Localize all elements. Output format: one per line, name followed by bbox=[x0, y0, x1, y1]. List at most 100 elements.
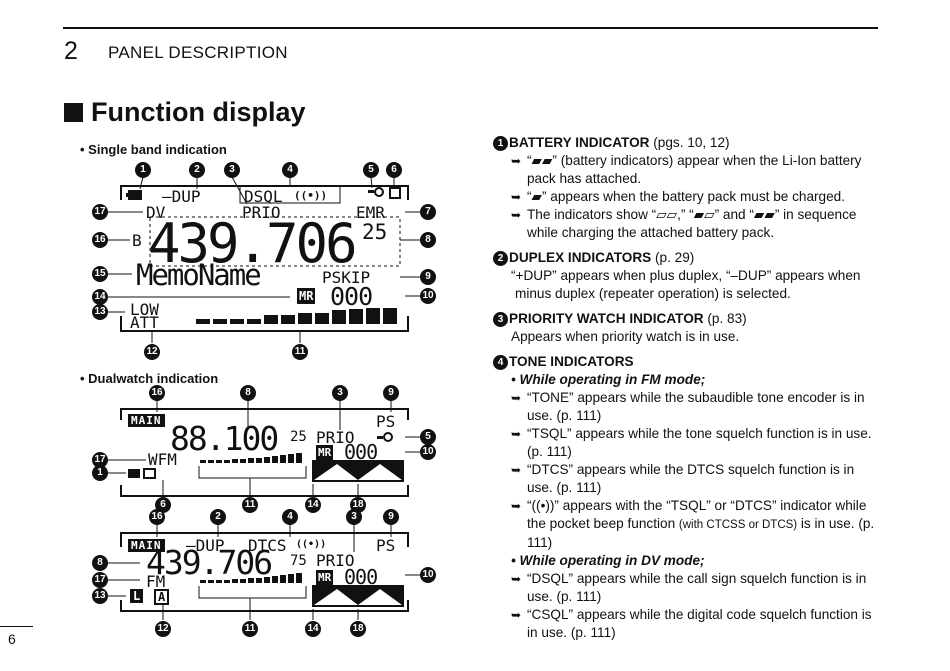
callout-11: 11 bbox=[292, 344, 308, 360]
battery-item-2: “▰” appears when the battery pack must b… bbox=[493, 188, 883, 206]
tone-item-3: “DTCS” appears while the DTCS squelch fu… bbox=[493, 461, 883, 497]
duplex-text-2: minus duplex (repeater operation) is sel… bbox=[515, 286, 791, 301]
callout-2: 2 bbox=[189, 162, 205, 178]
lcd1-att: ATT bbox=[130, 313, 159, 332]
callout-8b: 8 bbox=[240, 385, 256, 401]
lcd3-prio: PRIO bbox=[316, 551, 355, 570]
callout-9b: 9 bbox=[383, 385, 399, 401]
callout-10: 10 bbox=[420, 288, 436, 304]
lcd1-dsql: DSQL bbox=[244, 187, 283, 206]
callout-3b: 3 bbox=[332, 385, 348, 401]
callout-3: 3 bbox=[224, 162, 240, 178]
callout-13c: 13 bbox=[92, 588, 108, 604]
square-bullet-icon bbox=[64, 103, 83, 122]
tone-item-2: “TSQL” appears while the tone squelch fu… bbox=[493, 425, 883, 461]
tone-item-4-text: “((•))” appears with the “TSQL” or “DTCS… bbox=[527, 498, 867, 531]
page-number: 6 bbox=[8, 631, 16, 647]
callout-11c: 11 bbox=[242, 621, 258, 637]
lcd3-a: A bbox=[154, 589, 170, 605]
tone-item-1: “TONE” appears while the subaudible tone… bbox=[493, 389, 883, 425]
callout-16: 16 bbox=[92, 232, 108, 248]
lcd1-prio: PRIO bbox=[242, 203, 281, 222]
callout-1: 1 bbox=[135, 162, 151, 178]
callout-9c: 9 bbox=[383, 509, 399, 525]
dualwatch-label: • Dualwatch indication bbox=[80, 371, 219, 386]
lcd2-frequency-small: 25 bbox=[290, 429, 307, 445]
callout-15: 15 bbox=[92, 266, 108, 282]
callout-12c: 12 bbox=[155, 621, 171, 637]
callout-3c: 3 bbox=[346, 509, 362, 525]
callout-5b: 5 bbox=[420, 429, 436, 445]
callout-11b: 11 bbox=[242, 497, 258, 513]
callout-14c: 14 bbox=[305, 621, 321, 637]
callout-17: 17 bbox=[92, 204, 108, 220]
single-band-label: • Single band indication bbox=[80, 142, 227, 157]
heading-text: BATTERY INDICATOR bbox=[509, 135, 650, 150]
section-title-text: Function display bbox=[91, 97, 306, 127]
lcd1-low: LOW bbox=[130, 300, 159, 319]
page-ref: (p. 29) bbox=[655, 250, 695, 265]
lcd3-frequency-small: 75 bbox=[290, 553, 307, 569]
callout-5: 5 bbox=[363, 162, 379, 178]
callout-17b: 17 bbox=[92, 452, 108, 468]
lcd1-emr: EMR bbox=[356, 203, 385, 222]
callout-17c: 17 bbox=[92, 572, 108, 588]
callout-4: 4 bbox=[282, 162, 298, 178]
number-badge: 1 bbox=[493, 136, 508, 151]
callout-6: 6 bbox=[386, 162, 402, 178]
duplex-text-1: “+DUP” appears when plus duplex, “–DUP” … bbox=[511, 268, 861, 283]
callout-4c: 4 bbox=[282, 509, 298, 525]
heading-text: PRIORITY WATCH INDICATOR bbox=[509, 311, 704, 326]
callout-2c: 2 bbox=[210, 509, 226, 525]
callout-18c: 18 bbox=[350, 621, 366, 637]
lcd3-l: L bbox=[130, 589, 144, 603]
number-badge: 4 bbox=[493, 355, 508, 370]
heading-text: DUPLEX INDICATORS bbox=[509, 250, 652, 265]
heading-text: TONE INDICATORS bbox=[509, 354, 634, 369]
callout-14b: 14 bbox=[305, 497, 321, 513]
lcd2-mode: WFM bbox=[148, 450, 177, 469]
lcd1-frequency: 439.706 bbox=[148, 212, 358, 275]
callout-10b: 10 bbox=[420, 444, 436, 460]
fm-mode-label: • While operating in FM mode; bbox=[511, 372, 706, 387]
battery-item-3: The indicators show “▱▱,” “▰▱” and “▰▰” … bbox=[493, 206, 883, 242]
lcd3-ps: PS bbox=[376, 536, 396, 555]
tone-item-4: “((•))” appears with the “TSQL” or “DTCS… bbox=[493, 497, 883, 552]
lcd1-frequency-small: 25 bbox=[362, 220, 388, 244]
callout-16b: 16 bbox=[149, 385, 165, 401]
dv-mode-label: • While operating in DV mode; bbox=[511, 553, 705, 568]
lcd2-prio: PRIO bbox=[316, 428, 355, 447]
page-ref: (pgs. 10, 12) bbox=[653, 135, 730, 150]
page-ref: (p. 83) bbox=[707, 311, 747, 326]
number-badge: 2 bbox=[493, 251, 508, 266]
callout-12: 12 bbox=[144, 344, 160, 360]
lcd2-frequency: 88.100 bbox=[170, 419, 279, 458]
lcd3-main: MAIN bbox=[128, 539, 165, 552]
callout-7: 7 bbox=[420, 204, 436, 220]
tone-item-4-note: (with CTCSS or DTCS) bbox=[678, 519, 798, 531]
section-title: Function display bbox=[64, 97, 306, 128]
callout-8c: 8 bbox=[92, 555, 108, 571]
callout-16c: 16 bbox=[149, 509, 165, 525]
lcd3-mode: FM bbox=[146, 572, 166, 591]
callout-1b: 1 bbox=[92, 465, 108, 481]
tone-item-5: “DSQL” appears while the call sign squel… bbox=[493, 570, 883, 606]
callout-10c: 10 bbox=[420, 567, 436, 583]
battery-item-1: “▰▰” (battery indicators) appear when th… bbox=[493, 152, 883, 188]
priority-text: Appears when priority watch is in use. bbox=[511, 329, 740, 344]
lcd2-mr: MR bbox=[316, 445, 334, 460]
callout-8: 8 bbox=[420, 232, 436, 248]
callout-13: 13 bbox=[92, 304, 108, 320]
page-number-rule bbox=[0, 626, 33, 627]
lcd1-dup: –DUP bbox=[162, 187, 201, 206]
number-badge: 3 bbox=[493, 312, 508, 327]
lcd1-pskip: PSKIP bbox=[322, 268, 371, 287]
chapter-title: PANEL DESCRIPTION bbox=[108, 43, 288, 62]
lcd3-bell-icon: ((•)) bbox=[296, 539, 327, 550]
